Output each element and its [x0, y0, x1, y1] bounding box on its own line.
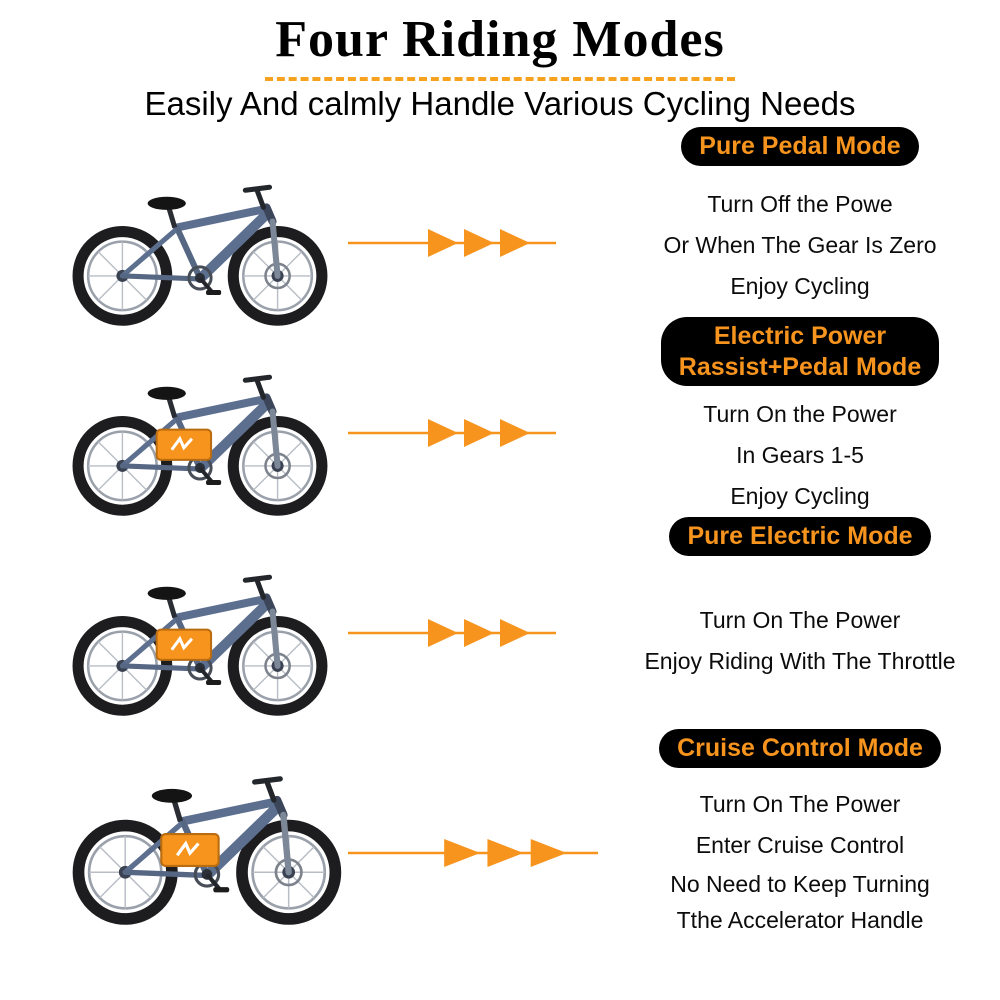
bike-frame — [119, 203, 281, 283]
mode-badge-label: Rassist+Pedal Mode — [678, 352, 922, 381]
mode-desc-line: Enter Cruise Control — [695, 831, 905, 858]
saddle-icon — [147, 386, 186, 400]
ebike-illustration — [70, 547, 332, 720]
battery-pack-icon — [155, 428, 213, 461]
handlebar-icon — [242, 374, 273, 400]
ebike-illustration — [70, 747, 346, 930]
mode-desc-line: Enjoy Cycling — [730, 483, 870, 509]
arrow-icon — [464, 419, 494, 447]
arrow-line-icon — [348, 419, 556, 447]
mode-desc-line: Tthe Accelerator Handle — [676, 906, 924, 933]
mode-desc-line: Turn Off the Powe — [707, 190, 893, 217]
saddle-icon — [147, 196, 186, 210]
arrow-icon — [530, 839, 567, 867]
arrow-icon — [428, 619, 458, 647]
mode-badge-label: Pure Electric Mode — [687, 522, 913, 550]
ebike-illustration — [70, 157, 332, 330]
handlebar-icon — [252, 776, 283, 803]
rows: Pure Pedal Mode Turn Off the Powe Or When… — [0, 123, 1000, 965]
arrow-line-icon — [348, 229, 556, 257]
mode-desc-line: Or When The Gear Is Zero — [663, 231, 937, 258]
ebike-icon — [72, 776, 342, 925]
mode-desc-line: Turn On The Power — [699, 606, 901, 633]
arrow-line-icon — [348, 619, 556, 647]
mode-desc-line: Enjoy Riding With The Throttle — [644, 647, 956, 674]
arrow-icon — [464, 229, 494, 257]
mode-badge: Pure Pedal Mode — [681, 127, 919, 166]
mode-desc-line: Turn On the Power — [703, 401, 897, 427]
flow-arrows — [348, 413, 556, 453]
seatpost — [166, 596, 178, 619]
handlebar-icon — [242, 184, 273, 210]
saddle-icon — [151, 788, 193, 803]
mode-description: Turn Off the Powe Or When The Gear Is Zer… — [606, 184, 994, 307]
seatpost — [166, 396, 178, 419]
mode-desc-line: Enjoy Cycling — [730, 272, 870, 299]
arrow-icon — [464, 619, 494, 647]
mode-badge: Cruise Control Mode — [659, 729, 941, 768]
mode-badge: Pure Electric Mode — [669, 517, 931, 556]
arrow-icon — [444, 839, 481, 867]
seatpost — [171, 799, 183, 823]
crankset-icon — [187, 455, 222, 486]
arrow-icon — [500, 229, 530, 257]
page-subtitle: Easily And calmly Handle Various Cycling… — [144, 85, 856, 122]
flow-arrows — [348, 833, 598, 873]
mode-desc-line: Turn On The Power — [699, 790, 901, 817]
crankset-icon — [187, 265, 222, 296]
ebike-icon — [72, 374, 328, 516]
riding-mode-row: Pure Pedal Mode Turn Off the Powe Or When… — [0, 123, 1000, 326]
mode-desc-line: No Need to Keep Turning — [670, 870, 930, 897]
mode-badge-label: Electric Power — [713, 322, 887, 350]
battery-pack-icon — [155, 628, 213, 661]
mode-badge-label: Cruise Control Mode — [677, 734, 923, 762]
ebike-icon — [72, 574, 328, 716]
flow-arrows — [348, 223, 556, 263]
arrow-line-icon — [348, 839, 598, 867]
ebike-illustration — [70, 347, 332, 520]
arrow-icon — [487, 839, 524, 867]
bike-frame — [122, 795, 292, 880]
handlebar-icon — [242, 574, 273, 600]
seatpost — [166, 206, 178, 229]
saddle-icon — [147, 586, 186, 600]
battery-pack-icon — [160, 832, 220, 867]
dashed-divider — [265, 77, 735, 81]
arrow-icon — [500, 419, 530, 447]
page-title: Four Riding Modes — [275, 11, 725, 68]
arrow-icon — [428, 419, 458, 447]
mode-text-column: Pure Pedal Mode Turn Off the Powe Or When… — [606, 127, 994, 307]
arrow-icon — [428, 229, 458, 257]
arrow-icon — [500, 619, 530, 647]
mode-desc-line: In Gears 1-5 — [736, 442, 864, 468]
mode-badge-label: Pure Pedal Mode — [699, 132, 901, 160]
flow-arrows — [348, 613, 556, 653]
header: Four Riding Modes Easily And calmly Hand… — [0, 0, 1000, 123]
ebike-icon — [72, 184, 328, 326]
